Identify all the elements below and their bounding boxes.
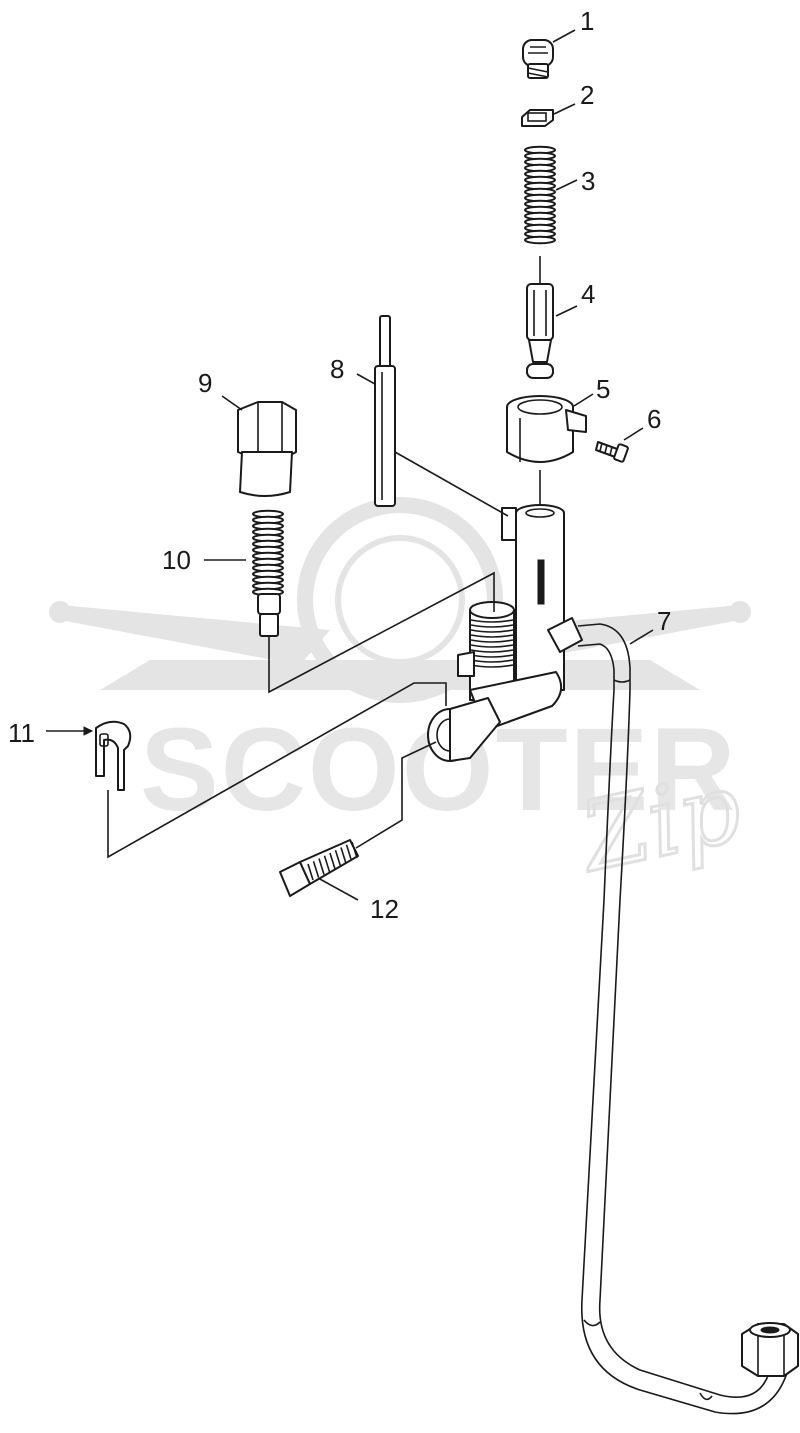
callout-leaders: [46, 29, 654, 901]
thread-line: [318, 858, 325, 875]
callout-8: 8: [330, 354, 344, 384]
callout-7: 7: [657, 606, 671, 636]
part-6-screw-icon: [595, 441, 629, 463]
thread-line: [307, 863, 314, 881]
callout-9: 9: [198, 368, 212, 398]
thread-line: [470, 644, 514, 648]
callout-6: 6: [647, 404, 661, 434]
part-4-valve-pin-icon: [526, 256, 554, 379]
part-3-spring-icon: [524, 145, 556, 245]
part-5-clamp-collar-icon: [506, 395, 587, 463]
callout-3: 3: [581, 166, 595, 196]
coil-turn: [524, 235, 556, 245]
thread-line: [351, 841, 358, 859]
thread-line: [470, 634, 514, 638]
thread-line: [329, 852, 336, 870]
thread-line: [470, 619, 514, 623]
callout-11: 11: [8, 718, 35, 748]
watermark: SCOOTER Zip: [49, 497, 752, 896]
part-10-plunger-stem: [257, 593, 281, 637]
thread-line: [470, 629, 514, 633]
assembly-lines: [107, 451, 541, 859]
callout-5: 5: [596, 374, 610, 404]
callout-4: 4: [581, 279, 595, 309]
part-11-clip-icon: [95, 720, 132, 791]
callout-1: 1: [580, 6, 594, 36]
thread-line: [323, 855, 331, 872]
part-7-bent-pipe-icon: [577, 623, 799, 1415]
thread-line: [340, 847, 347, 864]
thread-line: [470, 649, 514, 653]
thread-line: [470, 639, 514, 643]
part-8-rod-icon: [374, 315, 396, 507]
thread-line: [470, 624, 514, 628]
watermark-emblem-icon: [49, 497, 751, 703]
part-10-spring-plunger-icon: [252, 509, 284, 597]
part-9-hex-cap-icon: [237, 401, 297, 497]
carburetor-body-icon: [427, 504, 583, 762]
thread-line: [345, 844, 353, 861]
thread-line: [312, 861, 320, 878]
thread-line: [334, 850, 342, 867]
part-1-cap-screw-icon: [522, 39, 554, 79]
callouts: 1 2 3 4 5 6 7 8 9 10 11 12: [8, 6, 671, 924]
callout-10: 10: [162, 545, 191, 575]
part-12-threaded-jet-icon: [279, 839, 359, 897]
callout-2: 2: [580, 80, 594, 110]
callout-12: 12: [370, 894, 399, 924]
part-2-ring-seal-icon: [521, 109, 554, 127]
